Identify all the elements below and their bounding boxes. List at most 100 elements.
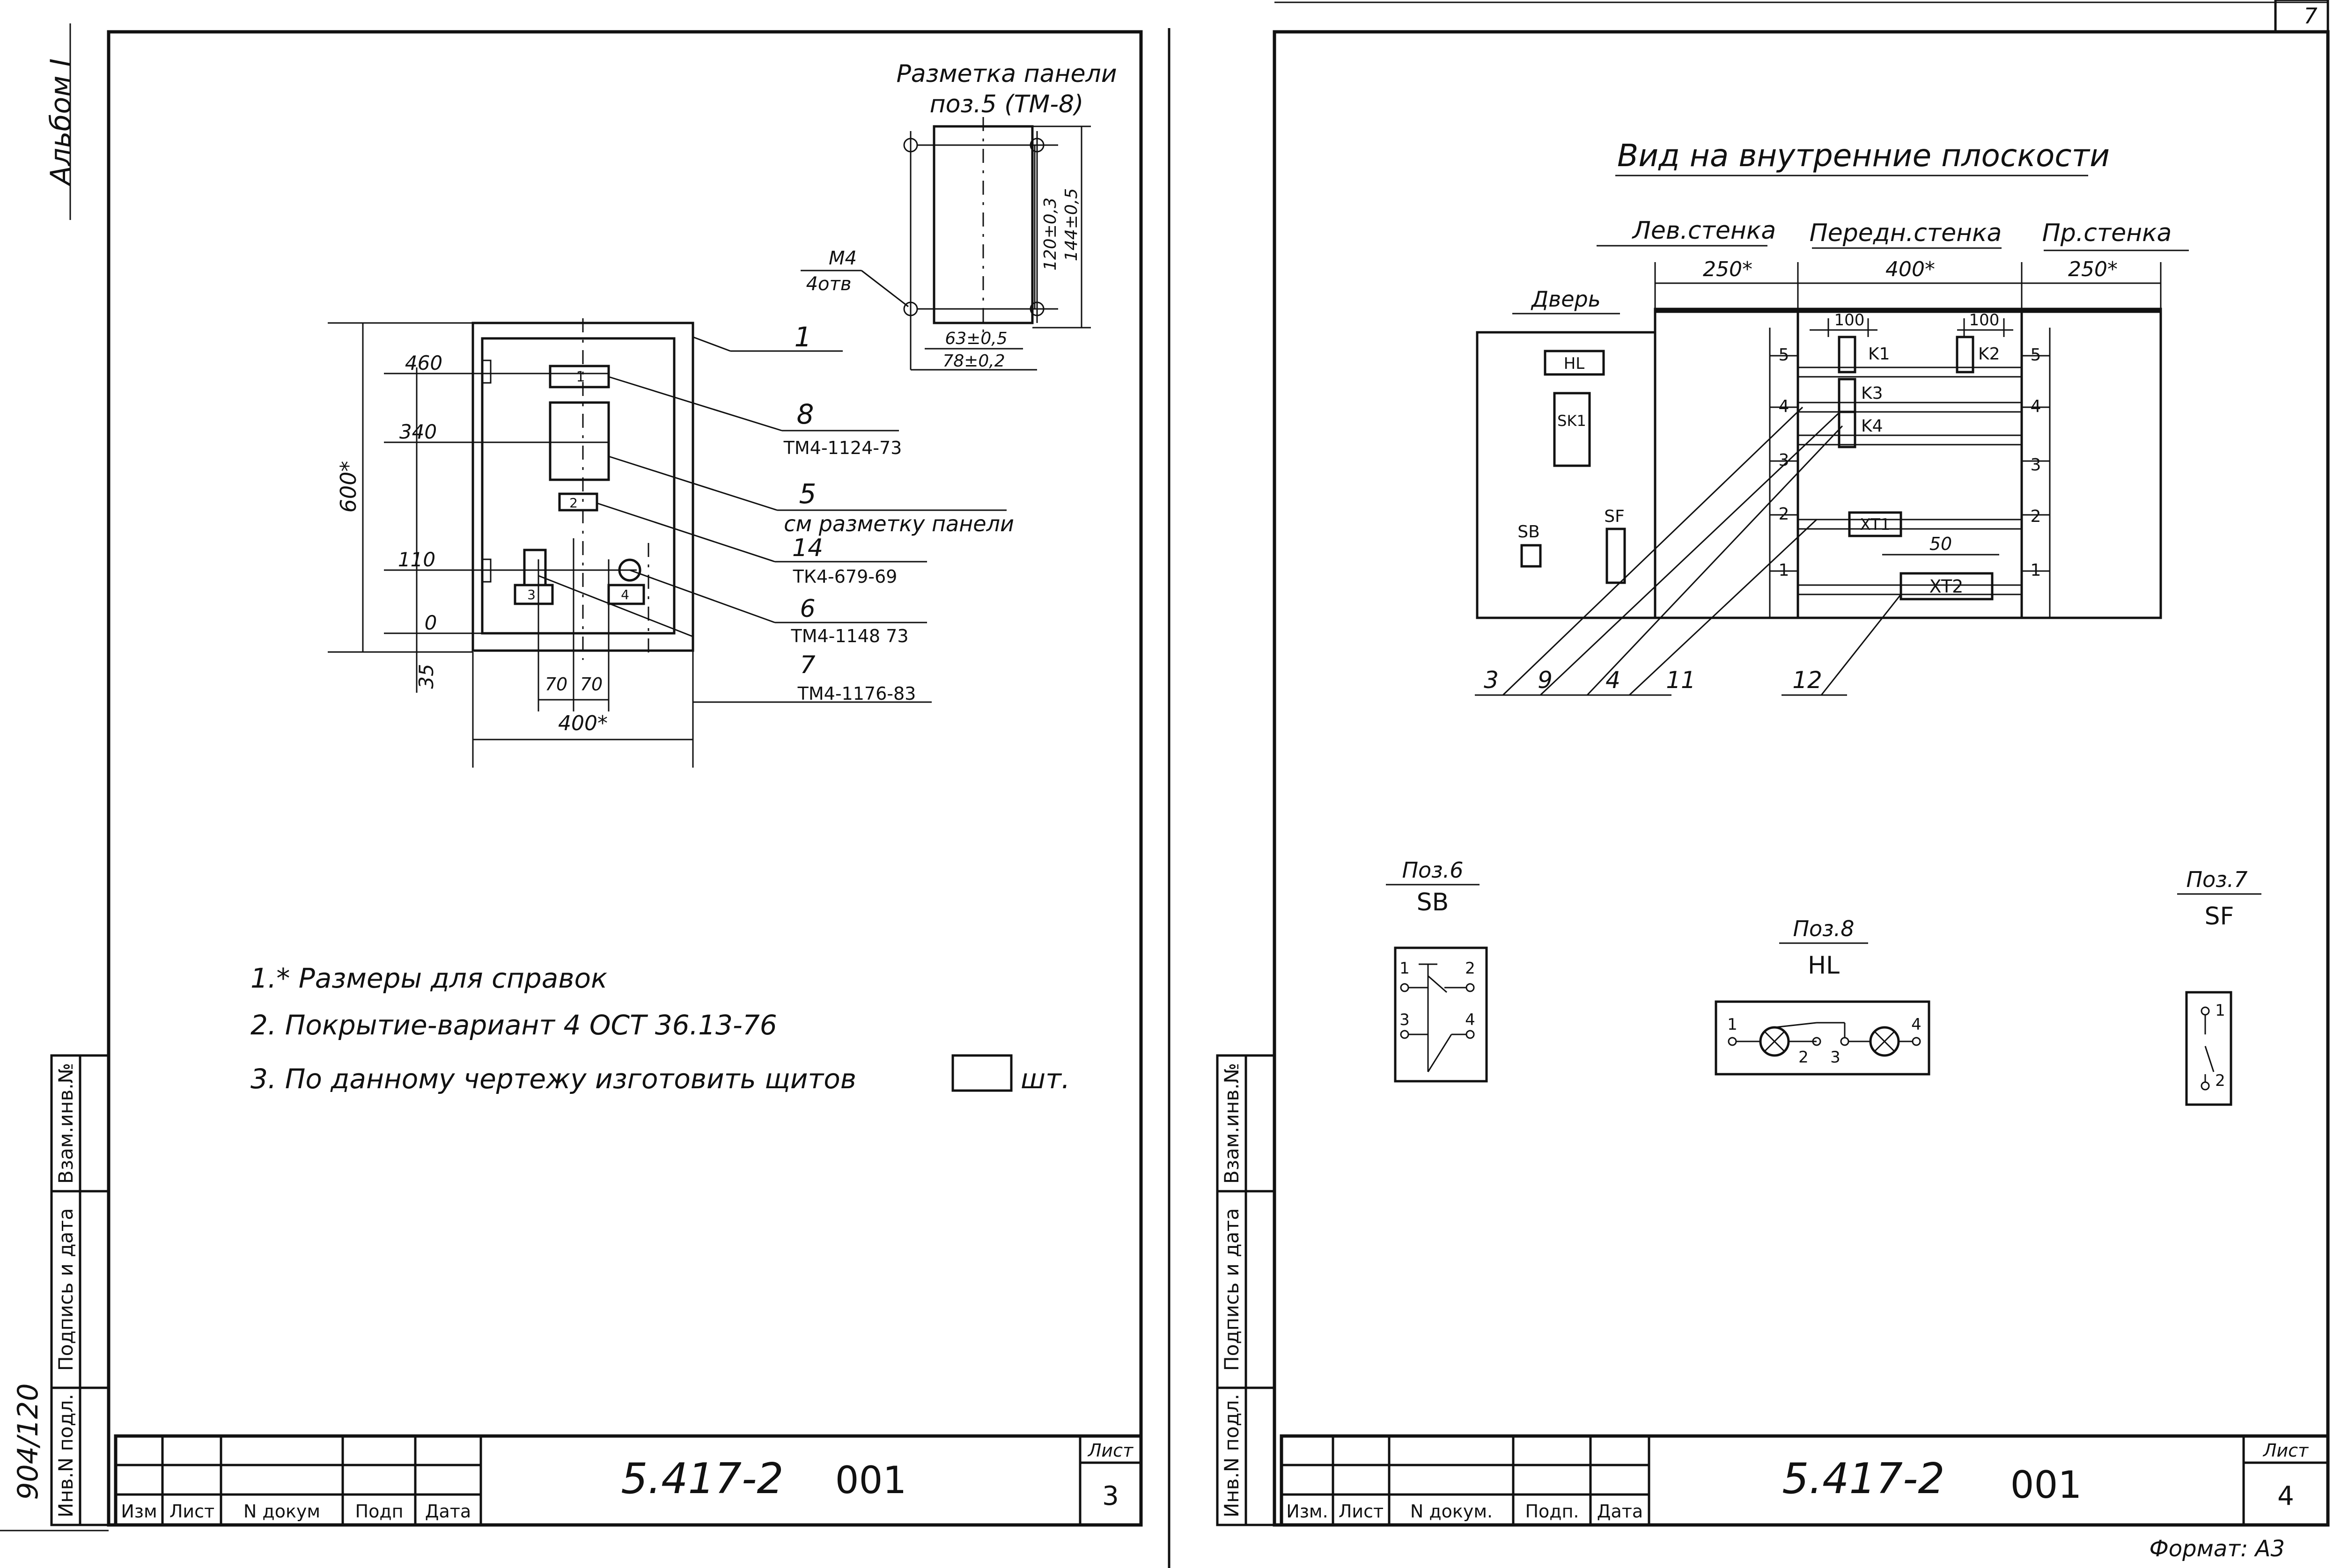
stamp-sign-date-r: Подпись и дата (1220, 1208, 1243, 1371)
rail-dim-100-b: 100 (1969, 311, 2000, 330)
door-sk1-label: SK1 (1557, 412, 1586, 430)
view-title: Вид на внутренние плоскости (1617, 138, 2110, 174)
tb-sheet-no-r: 4 (2277, 1481, 2294, 1511)
scheme-sf-pos: Поз.7 (2186, 867, 2247, 892)
tb-sheet-label-r: Лист (2262, 1440, 2309, 1461)
wall-front: Передн.стенка (1810, 219, 2002, 247)
stamp-replace-inv-r: Взам.инв.№ (1220, 1063, 1243, 1184)
callout-8: 8 (797, 398, 814, 430)
tb-col-date: Дата (425, 1501, 471, 1522)
dim-70-a: 70 (545, 674, 567, 695)
row-mark-l2: 2 (1779, 505, 1789, 524)
note-3-blank-box (951, 1054, 1013, 1092)
dim-78: 78±0,2 (942, 352, 1005, 371)
side-number: 904/120 (12, 1383, 44, 1500)
wall-right: Пр.стенка (2042, 219, 2172, 247)
level-0: 0 (425, 611, 437, 634)
tb-doc: 001 (835, 1458, 907, 1502)
wall-left: Лев.стенка (1632, 217, 1776, 245)
tb-col-doc: N докум (243, 1501, 320, 1522)
callout-r12: 12 (1792, 667, 1822, 694)
tb-sheet-label: Лист (1087, 1440, 1134, 1461)
tb-col-sheet-r: Лист (1339, 1501, 1384, 1522)
item-14-block (558, 492, 598, 512)
scheme-sb-code: SB (1417, 888, 1449, 916)
tb-code: 5.417-2 (621, 1454, 783, 1503)
scheme-sf-box (2185, 991, 2232, 1106)
note-3-unit: шт. (1021, 1063, 1070, 1095)
panel-markup: Разметка панели поз.5 (ТМ-8) 120±0,3 144… (801, 60, 1117, 371)
hole-spec-count: 4отв (806, 273, 852, 295)
row-mark-r5: 5 (2031, 345, 2041, 365)
scheme-sb-pin4: 4 (1465, 1011, 1475, 1029)
callout-14: 14 (792, 534, 823, 562)
dim-120: 120±0,3 (1041, 198, 1060, 271)
row-mark-l5: 5 (1779, 345, 1789, 365)
tb-col-sheet: Лист (169, 1501, 214, 1522)
callout-r11: 11 (1666, 667, 1696, 694)
tb-sheet-no: 3 (1102, 1481, 1119, 1511)
stamp-inv-orig-r: Инв.N подл. (1220, 1394, 1243, 1517)
level-460: 460 (405, 352, 442, 374)
dim-144: 144±0,5 (1062, 188, 1081, 261)
notes: 1.* Размеры для справок 2. Покрытие-вари… (250, 962, 1070, 1095)
panel-markup-title-1: Разметка панели (896, 60, 1117, 88)
scheme-sb: Поз.6 SB 1 2 3 4 (1386, 857, 1488, 1083)
tb-code-r: 5.417-2 (1782, 1454, 1944, 1503)
relay-k4 (1838, 410, 1856, 448)
scheme-sf-code: SF (2205, 902, 2234, 931)
scheme-hl-pin3: 3 (1830, 1048, 1840, 1067)
rail-dim-50: 50 (1929, 534, 1952, 554)
left-title-block: Изм Лист N докум Подп Дата 5.417-2 001 Л… (114, 1434, 1143, 1527)
scheme-hl-pin4: 4 (1911, 1015, 1921, 1034)
scheme-hl-pin1: 1 (1727, 1015, 1737, 1034)
ref-14: ТК4-679-69 (793, 566, 898, 587)
album-label: Альбом I (44, 59, 77, 187)
scheme-sf: Поз.7 SF 1 2 (2177, 867, 2261, 1106)
door-sk1 (1553, 392, 1591, 467)
scheme-hl-pin2: 2 (1798, 1048, 1809, 1067)
scheme-hl-code: HL (1808, 952, 1840, 980)
format-label: Формат: А3 (2149, 1536, 2285, 1562)
level-35: 35 (415, 664, 438, 689)
stamp-sign-date: Подпись и дата (54, 1208, 77, 1371)
relay-k3 (1838, 378, 1856, 413)
callout-r3: 3 (1484, 667, 1499, 694)
tb-col-doc-r: N докум. (1410, 1501, 1493, 1522)
relay-k2-label: K2 (1978, 344, 2000, 364)
ref-7: ТМ4-1176-83 (797, 683, 916, 704)
left-side-stamp: Взам.инв.№ Подпись и дата Инв.N подл. 90… (12, 1054, 110, 1526)
tb-col-sign-r: Подп. (1525, 1501, 1579, 1522)
scheme-hl-box (1715, 1000, 1930, 1076)
panel-markup-title-2: поз.5 (ТМ-8) (930, 90, 1084, 118)
tb-col-rev-r: Изм. (1286, 1501, 1328, 1522)
right-side-stamp: Взам.инв.№ Подпись и дата Инв.N подл. (1216, 1054, 1276, 1526)
terminal-xt2-label: XT2 (1929, 576, 1964, 597)
rail-dim-100-a: 100 (1834, 311, 1865, 330)
stamp-replace-inv: Взам.инв.№ (54, 1063, 77, 1184)
note-2: 2. Покрытие-вариант 4 ОСТ 36.13-76 (250, 1009, 777, 1041)
item-8-relay (549, 365, 610, 388)
scheme-hl-pos: Поз.8 (1793, 916, 1854, 941)
left-frame (107, 30, 1143, 1527)
right-title-block: Изм. Лист N докум. Подп. Дата 5.417-2 00… (1280, 1434, 2330, 1562)
wall-dim-front: 400* (1885, 257, 1935, 281)
scheme-sf-pin2: 2 (2215, 1071, 2225, 1090)
tag-3: 3 (527, 587, 536, 602)
callout-r4: 4 (1605, 667, 1620, 694)
dim-63: 63±0,5 (945, 329, 1007, 348)
terminal-xt1 (1848, 511, 1902, 537)
relay-k1-label: K1 (1868, 344, 1890, 364)
callout-r9: 9 (1538, 667, 1553, 694)
relay-k2 (1956, 336, 1974, 374)
wall-dim-right: 250* (2068, 257, 2118, 281)
level-110: 110 (398, 548, 435, 571)
relay-k4-label: K4 (1861, 417, 1883, 436)
left-sheet: Альбом I Взам.инв.№ Подпись и дата Инв.N… (0, 23, 1170, 1568)
relay-k1 (1838, 336, 1856, 374)
tb-doc-r: 001 (2010, 1463, 2082, 1507)
door-hl-label: HL (1564, 354, 1585, 373)
tb-col-date-r: Дата (1597, 1501, 1643, 1522)
row-mark-l1: 1 (1779, 561, 1789, 580)
